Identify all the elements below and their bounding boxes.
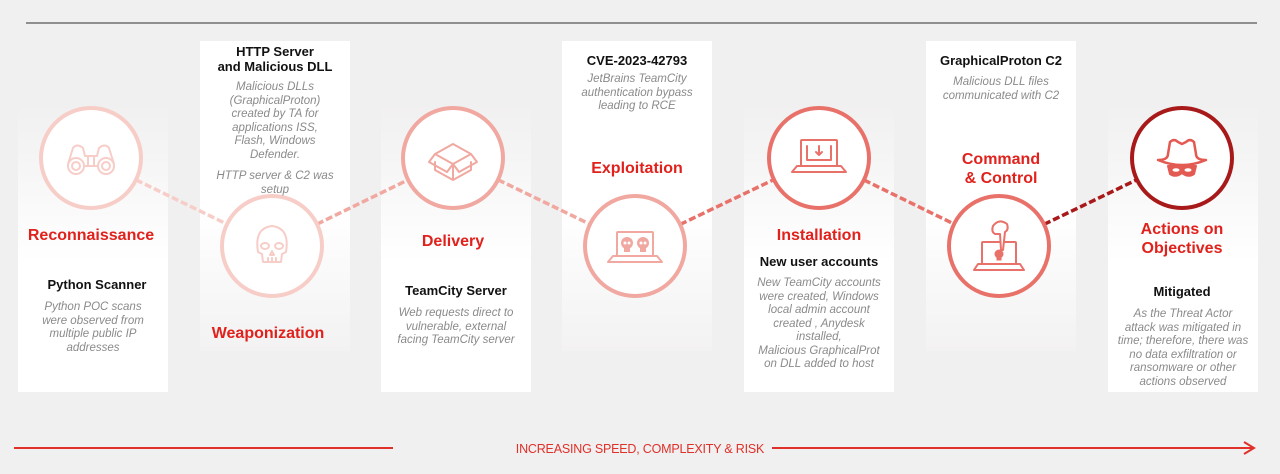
item-desc-reconnaissance-line: multiple public IP: [49, 328, 137, 340]
item-desc-actions-on-objectives-line: attack was mitigated in: [1124, 321, 1242, 334]
item-desc-actions-on-objectives-line: ransomware or other: [1129, 362, 1237, 374]
hacker-hat-mask-icon: [1156, 138, 1208, 177]
item-desc-delivery-line: Web requests direct to: [398, 307, 514, 319]
stage-title-command-control: Command & Control: [911, 150, 1091, 188]
item-desc-installation-line: on DLL added to host: [764, 358, 874, 370]
item-desc-delivery-line: facing TeamCity server: [397, 334, 515, 346]
stage-node-reconnaissance: [39, 106, 143, 210]
connector-delivery-to-exploitation: [497, 178, 591, 226]
item-desc-weaponization-line: Malicious DLLs: [236, 81, 314, 93]
item-desc-installation-line: created , Anydesk: [773, 317, 865, 330]
stage-circle: [767, 106, 871, 210]
stage-circle: [220, 194, 324, 298]
stage-circle: [947, 194, 1051, 298]
item-desc-weaponization-line: Defender.: [249, 148, 301, 161]
stage-node-installation: [767, 106, 871, 210]
item-desc-installation-line: installed,: [796, 331, 842, 343]
item-desc-reconnaissance-line: Python POC scans: [44, 301, 142, 313]
connector-reconnaissance-to-weaponization: [135, 178, 228, 226]
risk-axis-label: INCREASING SPEED, COMPLEXITY & RISK: [0, 442, 1280, 456]
stage-circle: [583, 194, 687, 298]
item-desc-weaponization: Malicious DLLs(GraphicalProton)created b…: [200, 81, 350, 162]
item-desc-exploitation-line: authentication bypass: [581, 86, 693, 99]
item-desc-actions-on-objectives-line: time; therefore, there was: [1117, 335, 1249, 347]
item-desc-installation-line: New TeamCity accounts: [757, 277, 881, 289]
skull-icon: [256, 225, 288, 263]
item-desc-command-control-line: Malicious DLL files: [953, 76, 1049, 88]
stage-title-delivery: Delivery: [421, 233, 485, 250]
connector-exploitation-to-installation: [679, 177, 775, 227]
item-title-weaponization-line: and Malicious DLL: [217, 59, 333, 74]
stage-title-exploitation: Exploitation: [591, 160, 683, 177]
item-desc-exploitation-line: leading to RCE: [598, 100, 676, 112]
stage-title-actions-on-objectives-line: Objectives: [1141, 240, 1223, 257]
item-desc-weaponization-line: created by TA for: [231, 108, 319, 120]
top-divider: [26, 22, 1257, 24]
item-desc-actions-on-objectives-line: As the Threat Actor: [1133, 308, 1233, 320]
stage-title-command-control-line: Command: [961, 151, 1041, 168]
hand-laptop-skull-icon: [973, 220, 1025, 271]
connector-command-control-to-actions-on-objectives: [1043, 178, 1138, 226]
connector-weaponization-to-delivery: [316, 178, 409, 226]
item-desc-reconnaissance-line: addresses: [66, 341, 120, 354]
item-desc-actions-on-objectives-line: no data exfiltration or: [1129, 348, 1237, 361]
item-desc2-weaponization-line: setup: [260, 183, 290, 196]
stage-circle: [401, 106, 505, 210]
risk-axis-label-text: INCREASING SPEED, COMPLEXITY & RISK: [507, 442, 773, 456]
item-desc-weaponization-line: applications ISS,: [232, 121, 318, 134]
item-desc-actions-on-objectives-line: actions observed: [1139, 375, 1227, 388]
stage-node-delivery: [401, 106, 505, 210]
arrow-head-icon: [1243, 441, 1256, 455]
item-desc-installation-line: were created, Windows: [759, 290, 879, 303]
item-desc-delivery-line: vulnerable, external: [405, 320, 507, 333]
stage-node-exploitation: [583, 194, 687, 298]
stage-title-actions-on-objectives-line: Actions on: [1140, 221, 1224, 238]
item-desc-command-control-line: communicated with C2: [942, 89, 1060, 102]
binoculars-icon: [67, 144, 115, 175]
stage-title-weaponization: Weaponization: [211, 325, 325, 342]
item-title-installation: New user accounts: [759, 254, 879, 269]
package-box-icon: [428, 143, 478, 181]
item-title-command-control: GraphicalProton C2: [939, 53, 1063, 68]
item-desc2-weaponization-line: HTTP server & C2 was: [216, 170, 334, 182]
item-desc-installation-line: Malicious GraphicalProt: [758, 344, 880, 357]
stage-title-reconnaissance: Reconnaissance: [27, 227, 155, 244]
item-title-exploitation: CVE-2023-42793: [586, 53, 688, 68]
connector-installation-to-command-control: [863, 178, 955, 226]
stage-title-installation: Installation: [776, 227, 862, 244]
stage-circle: [39, 106, 143, 210]
stage-node-weaponization: [220, 194, 324, 298]
item-title-weaponization-line: HTTP Server: [236, 44, 314, 59]
laptop-download-icon: [791, 139, 847, 173]
stage-title-command-control-line: & Control: [964, 170, 1038, 187]
item-desc-installation-line: local admin account: [768, 304, 870, 316]
stage-title-actions-on-objectives: Actions on Objectives: [1092, 220, 1272, 258]
item-desc-weaponization-line: (GraphicalProton): [229, 94, 321, 107]
laptop-skulls-icon: [607, 231, 663, 263]
item-desc-weaponization-line: Flash, Windows: [234, 135, 316, 147]
stage-node-actions-on-objectives: [1130, 106, 1234, 210]
item-desc-exploitation-line: JetBrains TeamCity: [587, 73, 687, 85]
stage-node-command-control: [947, 194, 1051, 298]
item-title-actions-on-objectives: Mitigated: [1153, 284, 1211, 299]
item-title-reconnaissance: Python Scanner: [47, 277, 147, 292]
item-title-delivery: TeamCity Server: [405, 283, 507, 298]
item-desc-reconnaissance-line: were observed from: [42, 314, 144, 327]
